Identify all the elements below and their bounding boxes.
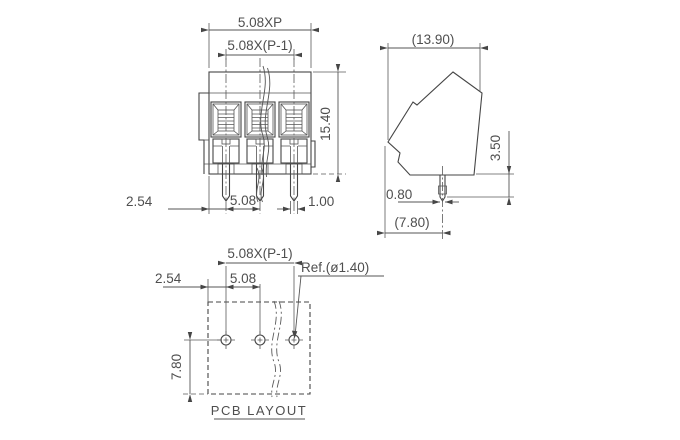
pcb-hole-ref: Ref.(ø1.40) [291, 260, 384, 339]
pcb-dim-edge-to-hole-label: 2.54 [155, 271, 182, 286]
break-line [276, 300, 282, 398]
side-view-body [387, 71, 483, 240]
break-line [256, 167, 260, 203]
break-line [260, 167, 264, 203]
dim-pin-thickness-label: 0.80 [386, 187, 412, 202]
pcb-layout: 5.08X(P-1) 2.54 5.08 Ref.(ø1.40) 7.80 [155, 246, 384, 420]
side-view: (13.90) 3.50 0.80 (7.80) [377, 32, 514, 240]
pcb-dim-row: 2.54 5.08 [155, 271, 260, 302]
break-line [260, 65, 266, 176]
dim-edge-to-pin-label: 2.54 [126, 194, 153, 209]
pcb-dim-hole-pitch-label: 5.08 [230, 271, 256, 286]
pcb-dim-pole-pitch-label: 5.08X(P-1) [227, 246, 292, 261]
dim-bottom-row: 2.54 5.08 1.00 [126, 176, 334, 214]
dim-pin-thickness: 0.80 [386, 187, 459, 205]
dim-pin-protrusion-label: 3.50 [488, 135, 503, 161]
break-line [264, 67, 271, 178]
dim-side-width: (13.90) [380, 32, 488, 140]
dim-pin-pitch-label: 5.08 [230, 193, 256, 208]
front-view-body [198, 57, 316, 215]
dim-pin-protrusion: 3.50 [447, 131, 514, 205]
dim-pin-width-label: 1.00 [308, 194, 334, 209]
pcb-hole-ref-label: Ref.(ø1.40) [301, 260, 369, 275]
pcb-caption: PCB LAYOUT [211, 403, 307, 420]
pcb-dim-pole-pitch: 5.08X(P-1) [218, 246, 302, 266]
dim-side-depth-label: (7.80) [394, 215, 429, 230]
pcb-dim-row-offset-label: 7.80 [169, 354, 184, 380]
pcb-caption-label: PCB LAYOUT [211, 403, 307, 418]
dim-pole-pitch: 5.08X(P-1) [218, 38, 302, 60]
dim-total-pitch-label: 5.08XP [238, 15, 282, 30]
dim-pole-pitch-label: 5.08X(P-1) [227, 38, 292, 53]
front-view: 5.08XP 5.08X(P-1) 15.40 2.54 5.08 [126, 15, 346, 215]
break-line [271, 300, 277, 398]
dim-side-depth: (7.80) [377, 146, 451, 238]
dim-total-pitch: 5.08XP [201, 15, 319, 68]
pcb-dim-row-offset: 7.80 [169, 332, 222, 402]
dim-height: 15.40 [313, 64, 346, 182]
dim-side-width-label: (13.90) [412, 32, 455, 47]
dim-height-label: 15.40 [318, 107, 333, 141]
pcb-outline [207, 301, 311, 395]
